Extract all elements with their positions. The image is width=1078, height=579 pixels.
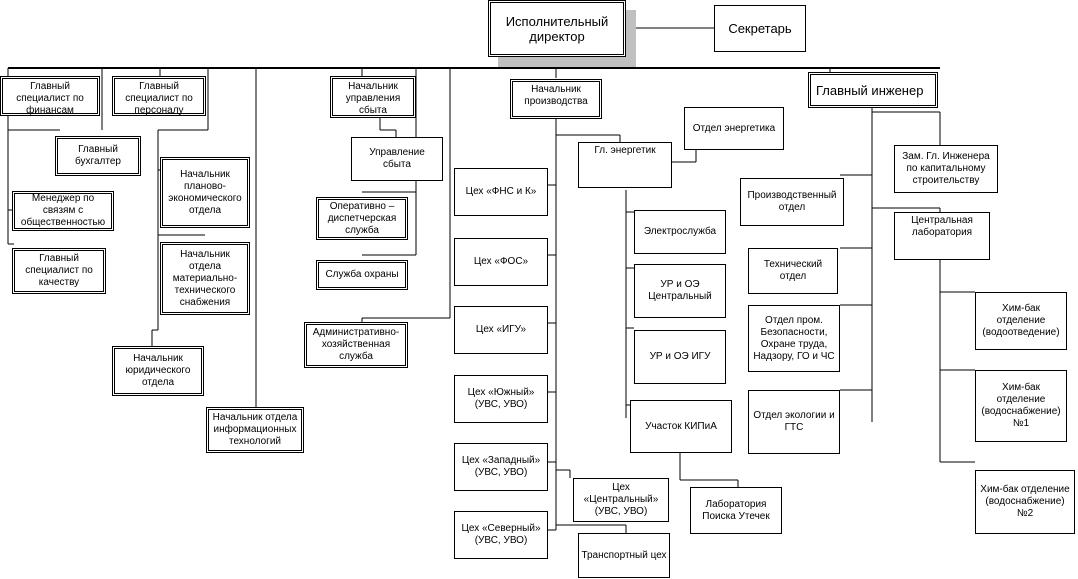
node-fin-specialist[interactable]: Главный специалист по финансам <box>0 76 100 116</box>
node-chem-supply1[interactable]: Хим-бак отделение (водоснабжение) №1 <box>975 370 1067 442</box>
node-sales-head[interactable]: Начальник управления сбыта <box>330 76 416 118</box>
node-ecology-dept[interactable]: Отдел экологии и ГТС <box>748 390 840 454</box>
node-shop-south[interactable]: Цех «Южный» (УВС, УВО) <box>454 375 548 423</box>
node-prod-head[interactable]: Начальник производства <box>510 79 602 119</box>
node-sales-dept[interactable]: Управление сбыта <box>351 137 443 181</box>
node-shop-central[interactable]: Цех «Центральный» (УВС, УВО) <box>573 478 669 522</box>
node-production-dept[interactable]: Производственный отдел <box>740 178 844 226</box>
node-transport[interactable]: Транспортный цех <box>578 533 670 578</box>
node-central-lab[interactable]: Центральная лаборатория <box>894 212 990 260</box>
node-shop-west[interactable]: Цех «Западный» (УВС, УВО) <box>454 443 548 491</box>
node-energy-dept[interactable]: Отдел энергетика <box>684 107 784 150</box>
node-chief-accountant[interactable]: Главный бухгалтер <box>55 136 141 176</box>
node-ur-central[interactable]: УР и ОЭ Центральный <box>634 264 726 318</box>
node-deputy-engineer[interactable]: Зам. Гл. Инженера по капитальному строит… <box>894 145 998 193</box>
node-hr-specialist[interactable]: Главный специалист по персоналу <box>112 76 206 116</box>
node-chem-drain[interactable]: Хим-бак отделение (водоотведение) <box>975 292 1067 350</box>
node-admin-service[interactable]: Административно-хозяйственная служба <box>304 322 408 368</box>
node-shop-fos[interactable]: Цех «ФОС» <box>454 238 548 286</box>
node-tech-dept[interactable]: Технический отдел <box>748 248 838 294</box>
node-supply-head[interactable]: Начальник отдела материально-техническог… <box>160 242 250 315</box>
node-ur-igu[interactable]: УР и ОЭ ИГУ <box>634 330 726 384</box>
node-quality-specialist[interactable]: Главный специалист по качеству <box>12 248 106 294</box>
node-it-head[interactable]: Начальник отдела информационных технолог… <box>206 407 304 453</box>
node-shop-north[interactable]: Цех «Северный» (УВС, УВО) <box>454 511 548 559</box>
node-security[interactable]: Служба охраны <box>316 260 408 290</box>
node-chem-supply2[interactable]: Хим-бак отделение (водоснабжение) №2 <box>975 470 1075 534</box>
node-legal-head[interactable]: Начальник юридического отдела <box>112 346 204 396</box>
node-pr-manager[interactable]: Менеджер по связям с общественностью <box>12 191 114 231</box>
node-chief-energy[interactable]: Гл. энергетик <box>578 142 672 188</box>
node-planning-head[interactable]: Начальник планово-экономического отдела <box>160 157 250 228</box>
node-electro[interactable]: Электрослужба <box>634 210 726 254</box>
node-secretary[interactable]: Секретарь <box>714 5 806 52</box>
node-safety-dept[interactable]: Отдел пром. Безопасности, Охране труда, … <box>748 305 840 372</box>
node-kipia[interactable]: Участок КИПиА <box>630 400 732 453</box>
node-dispatch[interactable]: Оперативно – диспетчерская служба <box>316 197 408 240</box>
node-shop-igu[interactable]: Цех «ИГУ» <box>454 306 548 354</box>
node-exec-director[interactable]: Исполнительный директор <box>488 0 626 57</box>
node-leak-lab[interactable]: Лаборатория Поиска Утечек <box>690 487 782 534</box>
node-shop-fns[interactable]: Цех «ФНС и К» <box>454 168 548 216</box>
node-chief-engineer[interactable]: Главный инженер <box>808 72 938 108</box>
